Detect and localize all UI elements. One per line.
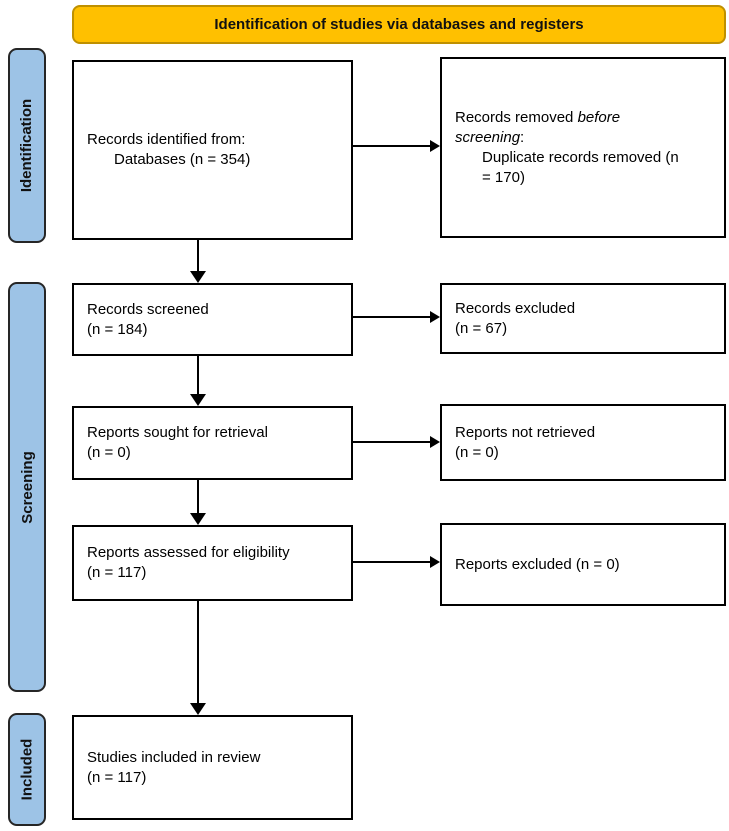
box-records-removed-line4: = 170) xyxy=(482,168,525,186)
stage-label-included: Included xyxy=(8,713,46,826)
box-records-identified: Records identified from: Databases (n = … xyxy=(72,60,353,240)
box-reports-not-retrieved-line1: Reports not retrieved xyxy=(455,423,596,441)
stage-label-screening-text: Screening xyxy=(18,450,36,524)
box-records-removed-line2-post: : xyxy=(520,128,525,146)
arrow-right-assessed-to-reports-excluded-head-icon xyxy=(430,556,440,568)
box-studies-included: Studies included in review (n = 117) xyxy=(72,715,353,820)
stage-label-screening: Screening xyxy=(8,282,46,692)
box-reports-sought-line2: (n = 0) xyxy=(87,444,131,461)
box-reports-sought: Reports sought for retrieval (n = 0) xyxy=(72,406,353,480)
arrow-right-screened-to-excluded-head-icon xyxy=(430,311,440,323)
arrow-right-assessed-to-reports-excluded-shaft xyxy=(353,561,430,563)
box-records-identified-line2: Databases (n = 354) xyxy=(114,151,251,168)
box-reports-assessed-line1: Reports assessed for eligibility xyxy=(87,544,290,561)
box-records-removed-line3: Duplicate records removed (n xyxy=(482,148,679,166)
box-studies-included-line1: Studies included in review xyxy=(87,748,261,766)
banner-title: Identification of studies via databases … xyxy=(72,5,726,44)
stage-label-identification-text: Identification xyxy=(18,98,36,193)
box-records-removed-line1: Records removed before xyxy=(455,108,716,128)
box-reports-assessed: Reports assessed for eligibility (n = 11… xyxy=(72,525,353,601)
stage-label-identification: Identification xyxy=(8,48,46,243)
box-reports-sought-line1: Reports sought for retrieval xyxy=(87,424,268,441)
box-reports-not-retrieved: Reports not retrieved (n = 0) xyxy=(440,404,726,481)
arrow-down-identified-to-screened-shaft xyxy=(197,240,199,271)
arrow-right-identified-to-removed-shaft xyxy=(353,145,430,147)
box-reports-assessed-line2: (n = 117) xyxy=(87,564,147,581)
box-records-excluded: Records excluded (n = 67) xyxy=(440,283,726,354)
box-reports-excluded-line1: Reports excluded (n = 0) xyxy=(455,555,620,573)
box-records-removed-line1-italic: before xyxy=(577,108,621,126)
arrow-down-sought-to-assessed-shaft xyxy=(197,480,199,513)
box-records-screened-line1: Records screened xyxy=(87,300,209,318)
arrow-right-sought-to-not-retrieved-head-icon xyxy=(430,436,440,448)
arrow-down-screened-to-sought-head-icon xyxy=(190,394,206,406)
arrow-right-sought-to-not-retrieved-shaft xyxy=(353,441,430,443)
stage-label-included-text: Included xyxy=(18,738,36,801)
box-records-removed-line2-italic: screening xyxy=(455,128,521,146)
box-records-excluded-line1: Records excluded xyxy=(455,299,576,317)
arrow-down-assessed-to-included-head-icon xyxy=(190,703,206,715)
box-records-screened-line2: (n = 184) xyxy=(87,320,148,338)
banner-title-text: Identification of studies via databases … xyxy=(214,16,584,33)
arrow-down-identified-to-screened-head-icon xyxy=(190,271,206,283)
arrow-down-screened-to-sought-shaft xyxy=(197,356,199,394)
box-studies-included-line2: (n = 117) xyxy=(87,768,147,786)
box-reports-not-retrieved-line2: (n = 0) xyxy=(455,443,499,461)
arrow-right-screened-to-excluded-shaft xyxy=(353,316,430,318)
arrow-down-assessed-to-included-shaft xyxy=(197,601,199,703)
box-records-excluded-line2: (n = 67) xyxy=(455,319,508,337)
box-records-identified-line1: Records identified from: xyxy=(87,131,246,148)
arrow-right-identified-to-removed-head-icon xyxy=(430,140,440,152)
arrow-down-sought-to-assessed-head-icon xyxy=(190,513,206,525)
box-records-removed-line1-pre: Records removed xyxy=(455,108,574,126)
box-records-removed-line2: screening: xyxy=(455,128,716,148)
box-records-screened: Records screened (n = 184) xyxy=(72,283,353,356)
box-records-removed: Records removed before screening: Duplic… xyxy=(440,57,726,238)
box-reports-excluded: Reports excluded (n = 0) xyxy=(440,523,726,606)
